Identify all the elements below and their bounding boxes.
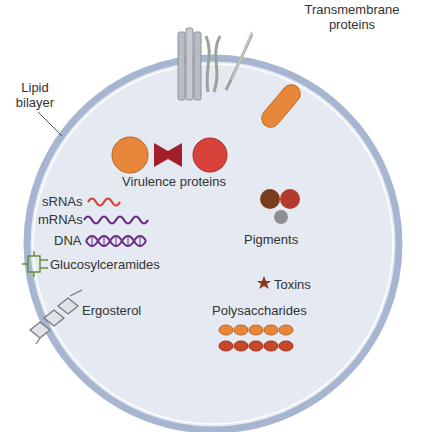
srna-strand: [88, 199, 120, 206]
bilayer-inner-line: [33, 64, 393, 424]
pigment-dot: [280, 189, 300, 209]
transmembrane-helix: [206, 34, 252, 92]
toxin-star: [257, 276, 271, 289]
polysaccharide-chain: [219, 341, 293, 351]
pigment-dot: [274, 210, 288, 224]
figure-label: Ergosterol: [82, 303, 162, 318]
polysaccharide-chain: [219, 325, 293, 335]
vesicle-body: [27, 58, 399, 430]
virulence-protein-shape: [154, 143, 182, 167]
figure-label: Toxins: [274, 277, 334, 292]
figure-label: Transmembrane proteins: [296, 2, 408, 32]
mrna-strand: [84, 217, 148, 224]
figure-label: Virulence proteins: [112, 174, 236, 189]
transmembrane-helix: [232, 32, 252, 80]
transmembrane-cylinder: [178, 28, 201, 100]
figure-label: Lipid bilayer: [12, 80, 58, 110]
figure-label: Pigments: [244, 232, 314, 247]
glucosylceramide-icon: [22, 251, 48, 277]
ergosterol-molecule: [30, 290, 82, 344]
figure-label: sRNAs: [42, 194, 86, 209]
figure-label: DNA: [54, 233, 86, 248]
figure-label: Polysaccharides: [212, 303, 322, 318]
transmembrane-capsule: [258, 81, 304, 131]
pigment-dot: [260, 189, 280, 209]
virulence-protein-shape: [193, 138, 227, 172]
leader-line: [38, 112, 62, 136]
dna-helix: [86, 236, 146, 246]
figure-label: Glucosylceramides: [50, 257, 180, 272]
figure-label: mRNAs: [38, 212, 84, 227]
virulence-protein-shape: [112, 137, 148, 173]
